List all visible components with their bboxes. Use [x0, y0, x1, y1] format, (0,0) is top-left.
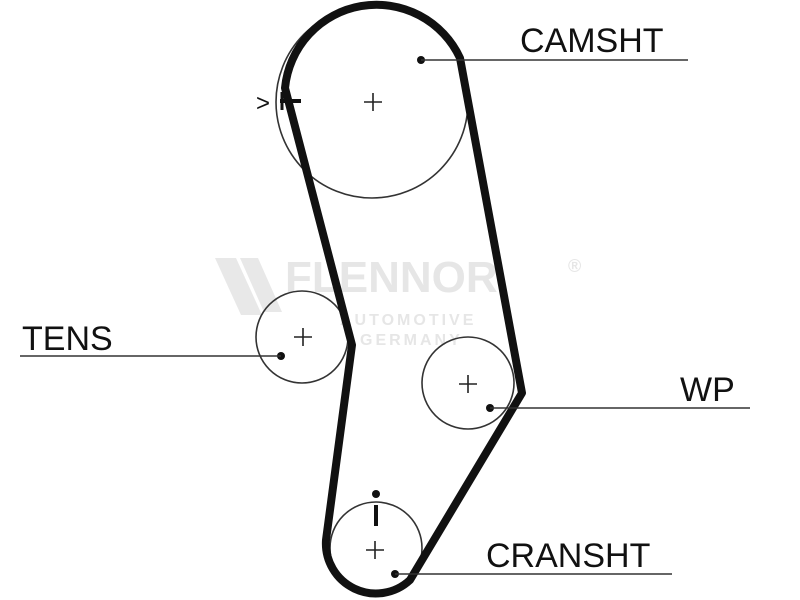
- watermark-registered-mark: ®: [568, 256, 581, 276]
- water-pump-label: WP: [680, 371, 735, 409]
- timing-belt: [281, 0, 526, 598]
- watermark-logo-mark-2: [240, 258, 282, 312]
- water-pump-pulley: [421, 336, 515, 430]
- tensioner-label: TENS: [22, 320, 113, 358]
- watermark-line-2: GERMANY: [360, 332, 463, 349]
- crankshaft-timing-mark: [372, 490, 380, 526]
- watermark-line-1: AUTOMOTIVE: [340, 312, 476, 329]
- camshaft-center-mark: [364, 93, 382, 111]
- camshaft-label: CAMSHT: [520, 22, 664, 60]
- timing-arrow: >: [256, 90, 270, 117]
- crankshaft-label: CRANSHT: [486, 537, 650, 575]
- watermark-logo-mark: [215, 258, 262, 315]
- camshaft-timing-mark: [280, 92, 301, 110]
- crankshaft-center-mark: [366, 541, 384, 559]
- water-pump-center-mark: [459, 375, 477, 393]
- watermark-brand: FLENNOR: [285, 253, 498, 302]
- watermark: FLENNOR ® AUTOMOTIVE GERMANY: [215, 253, 581, 349]
- tensioner-center-mark: [294, 328, 312, 346]
